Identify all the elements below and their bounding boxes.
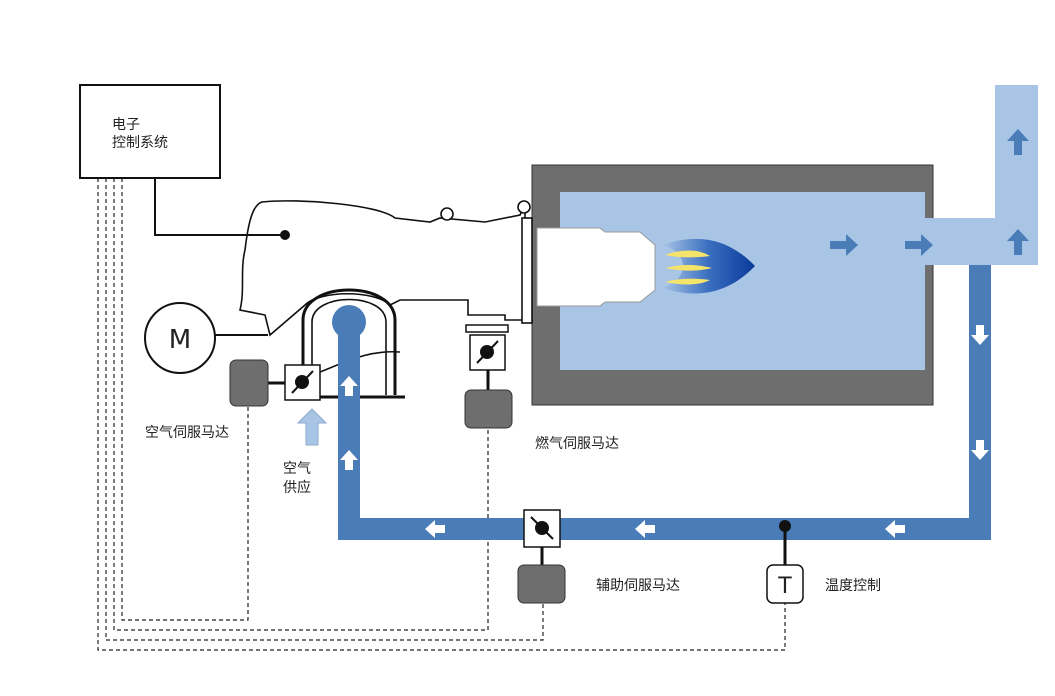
recirculation-pipe [332, 265, 991, 540]
air-supply-arrow-icon [296, 408, 328, 446]
arrow-up-icon [1007, 129, 1029, 155]
arrow-down-icon [971, 325, 989, 345]
burner-tube [536, 227, 656, 307]
temp-control-label: 温度控制 [825, 578, 881, 594]
aux-servo-motor [517, 564, 566, 604]
pipe-flow-arrows [340, 325, 989, 538]
gas-servo-motor [464, 389, 513, 429]
arrow-up-icon [340, 376, 358, 396]
fan-motor: M [144, 302, 268, 374]
aux-servo-label: 辅助伺服马达 [596, 578, 680, 594]
gas-damper-icon [469, 334, 506, 392]
temperature-sensor: T [766, 520, 804, 604]
arrow-right-icon [905, 234, 933, 256]
temp-symbol: T [777, 574, 792, 599]
arrow-left-icon [425, 520, 445, 538]
control-wire [154, 178, 285, 236]
gas-servo-label: 燃气伺服马达 [535, 435, 619, 452]
air-supply-label-2: 供应 [283, 479, 311, 496]
air-servo-label: 空气伺服马达 [145, 425, 229, 441]
control-label-2: 控制系统 [112, 135, 168, 151]
arrow-right-icon [830, 234, 858, 256]
control-label-1: 电子 [112, 117, 140, 133]
flue-gas-arrows [830, 129, 1029, 256]
flame-icon [662, 238, 755, 294]
gas-flange [465, 324, 509, 333]
arrow-up-icon [1007, 229, 1029, 255]
air-servo-motor [229, 359, 286, 407]
arrow-down-icon [971, 440, 989, 460]
arrow-up-icon [340, 450, 358, 470]
air-supply-label-1: 空气 [283, 461, 311, 477]
electronic-control-system: 电子 控制系统 [79, 84, 221, 179]
air-damper-icon [284, 364, 321, 401]
control-connection-dot [280, 230, 290, 240]
arrow-left-icon [885, 520, 905, 538]
arrow-left-icon [635, 520, 655, 538]
aux-damper-icon [523, 509, 561, 567]
motor-label: M [169, 325, 191, 355]
